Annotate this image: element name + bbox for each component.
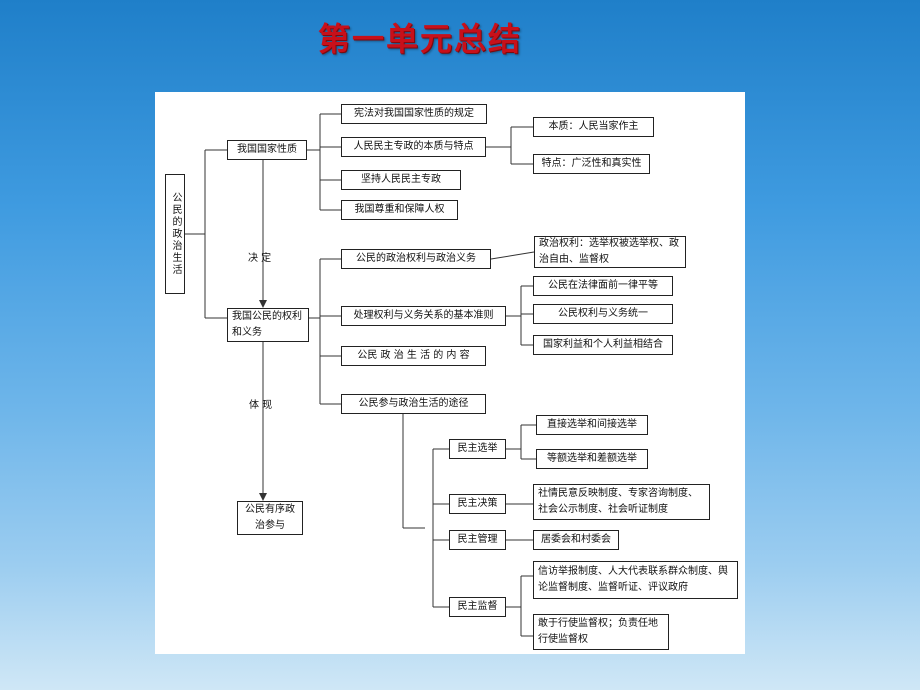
node-decision-detail: 社情民意反映制度、专家咨询制度、社会公示制度、社会听证制度	[533, 484, 710, 520]
label-embodies: 体 现	[249, 400, 273, 411]
node-election: 民主选举	[449, 439, 506, 459]
node-unity: 公民权利与义务统一	[533, 304, 673, 324]
node-supervision: 民主监督	[449, 597, 506, 617]
node-competitive-election: 等额选举和差额选举	[536, 449, 648, 469]
node-equal-law: 公民在法律面前一律平等	[533, 276, 673, 296]
node-supervision-attitude: 敢于行使监督权；负责任地行使监督权	[533, 614, 669, 650]
node-ways: 公民参与政治生活的途径	[341, 394, 486, 414]
node-committees: 居委会和村委会	[533, 530, 619, 550]
node-dictatorship: 人民民主专政的本质与特点	[341, 137, 486, 157]
connector-lines	[185, 113, 536, 637]
node-national-nature: 我国国家性质	[227, 140, 307, 160]
node-political-rights: 公民的政治权利与政治义务	[341, 249, 491, 269]
node-decision: 民主决策	[449, 494, 506, 514]
node-political-rights-detail: 政治权利：选举权被选举权、政治自由、监督权	[534, 236, 686, 268]
node-management: 民主管理	[449, 530, 506, 550]
node-features: 特点：广泛性和真实性	[533, 154, 650, 174]
node-principles: 处理权利与义务关系的基本准则	[341, 306, 506, 326]
concept-map-panel: 公民的政治生活 我国国家性质 我国公民的权利和义务 公民有序政治参与 决 定 体…	[155, 92, 745, 654]
node-constitution: 宪法对我国国家性质的规定	[341, 104, 487, 124]
page-title: 第一单元总结	[317, 20, 522, 58]
node-content: 公民 政 治 生 活 的 内 容	[341, 346, 486, 366]
node-supervision-detail: 信访举报制度、人大代表联系群众制度、舆论监督制度、监督听证、评议政府	[533, 561, 738, 599]
node-direct-election: 直接选举和间接选举	[536, 415, 648, 435]
node-human-rights: 我国尊重和保障人权	[341, 200, 458, 220]
node-orderly-participation: 公民有序政治参与	[237, 501, 303, 535]
node-essence: 本质：人民当家作主	[533, 117, 654, 137]
node-rights-duties: 我国公民的权利和义务	[227, 308, 309, 342]
node-combine: 国家利益和个人利益相结合	[533, 335, 673, 355]
label-decides: 决 定	[248, 253, 272, 264]
node-uphold: 坚持人民民主专政	[341, 170, 461, 190]
root-node: 公民的政治生活	[165, 174, 185, 294]
